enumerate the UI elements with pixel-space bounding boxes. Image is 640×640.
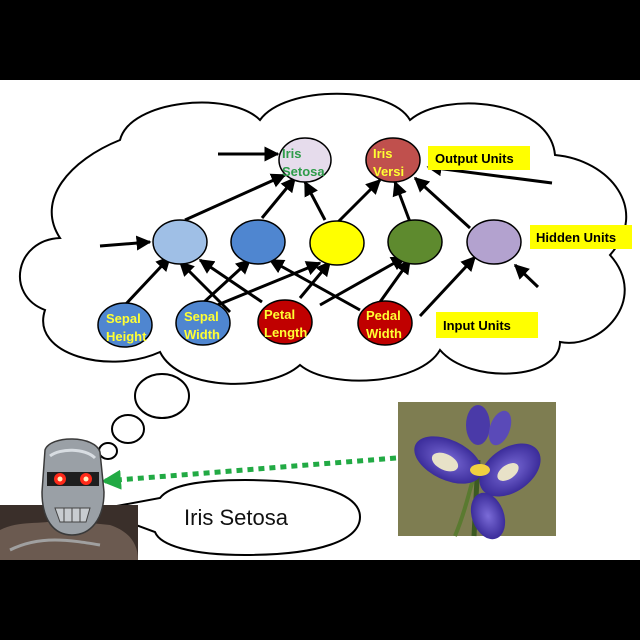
output-node-label-line1: Iris (373, 146, 393, 161)
diagram-canvas: Iris Setosa Iris Versi Sepal Height (0, 80, 640, 560)
output-node-iris-versi: Iris Versi (365, 137, 421, 183)
speech-bubble: Iris Setosa (91, 478, 362, 557)
input-node-label-line2: Length (264, 325, 307, 340)
hidden-node-2 (230, 219, 286, 265)
hidden-units-label: Hidden Units (536, 230, 616, 245)
input-node-label-line1: Pedal (366, 308, 401, 323)
input-node-label-line1: Sepal (106, 311, 141, 326)
diagram-svg: Iris Setosa Iris Versi Sepal Height (0, 92, 632, 560)
dotted-arrow (101, 455, 397, 490)
terminator-robot-head-icon (0, 438, 138, 560)
output-units-label: Output Units (435, 151, 514, 166)
input-units-label: Input Units (443, 318, 511, 333)
output-node-label-line1: Iris (282, 146, 302, 161)
hidden-node-5 (466, 219, 522, 265)
thought-bubble-trail (98, 373, 190, 460)
hidden-node-4 (387, 219, 443, 265)
input-node-label-line1: Sepal (184, 309, 219, 324)
iris-flower-photo (398, 402, 556, 540)
input-node-label-line2: Height (106, 329, 147, 344)
input-node-label-line2: Width (366, 326, 402, 341)
connections (99, 146, 553, 318)
hidden-node-1 (152, 219, 208, 265)
output-node-label-line2: Setosa (282, 164, 325, 179)
input-node-pedal-width: Pedal Width (357, 300, 413, 346)
output-node-iris-setosa: Iris Setosa (278, 137, 332, 183)
output-node-label-line2: Versi (373, 164, 404, 179)
input-node-sepal-height: Sepal Height (97, 302, 153, 348)
hidden-units-tag: Hidden Units (530, 225, 632, 249)
hidden-node-3 (309, 220, 365, 266)
input-node-label-line1: Petal (264, 307, 295, 322)
input-units-tag: Input Units (436, 312, 538, 338)
input-node-label-line2: Width (184, 327, 220, 342)
hidden-layer (152, 219, 522, 266)
input-node-sepal-width: Sepal Width (175, 300, 231, 346)
output-units-tag: Output Units (428, 146, 530, 170)
speech-text: Iris Setosa (184, 505, 289, 530)
input-node-petal-length: Petal Length (257, 299, 313, 345)
